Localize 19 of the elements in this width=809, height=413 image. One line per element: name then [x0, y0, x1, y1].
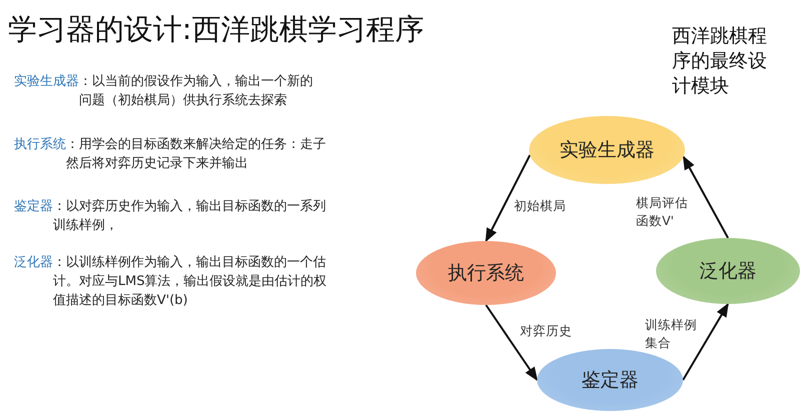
side-heading: 西洋跳棋程序的最终设计模块 [672, 24, 768, 99]
arrow [682, 302, 729, 381]
description-text: ：以训练样例作为输入，输出目标函数的一个估计。对应与LMS算法，输出假设就是由估计的权值描述的目标函数V'(b) [53, 254, 328, 310]
slide-title: 学习器的设计:西洋跳棋学习程序 [8, 11, 424, 48]
description-text: ：以当前的假设作为输入，输出一个新的问题（初始棋局）供执行系统去探索 [79, 73, 314, 110]
arrow [682, 156, 729, 238]
node-label: 执行系统 [448, 261, 524, 285]
term-label: 执行系统 [14, 136, 66, 154]
node-label: 鉴定器 [582, 368, 638, 392]
description-text: ：用学会的目标函数来解决给定的任务：走子然后将对弈历史记录下来并输出 [66, 136, 327, 173]
node-label: 实验生成器 [560, 138, 654, 162]
description-text: ：以对弈历史作为输入，输出目标函数的一系列训练样例， [53, 198, 327, 235]
node-label: 泛化器 [700, 259, 756, 283]
term-label: 泛化器 [14, 254, 53, 272]
term-label: 实验生成器 [14, 73, 79, 91]
arrow [485, 304, 538, 382]
edge-label: 训练样例集合 [645, 316, 697, 352]
term-label: 鉴定器 [14, 198, 53, 216]
arrow [485, 154, 531, 242]
